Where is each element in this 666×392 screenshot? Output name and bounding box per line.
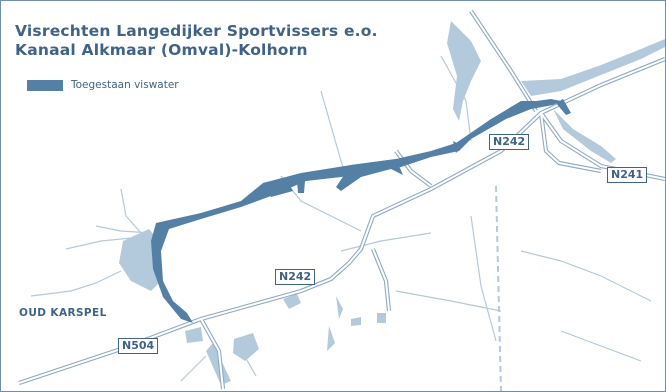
road-label-n241: N241 — [607, 167, 648, 183]
road-label-n242-south: N242 — [275, 269, 316, 285]
road-label-n242-north: N242 — [489, 134, 530, 150]
legend: Toegestaan viswater — [27, 79, 179, 91]
map-title-line-2: Kanaal Alkmaar (Omval)-Kolhorn — [15, 41, 308, 59]
place-label-oud-karspel: OUD KARSPEL — [19, 307, 107, 319]
legend-swatch — [27, 79, 63, 91]
water-bodies — [119, 21, 665, 385]
map-title-line-1: Visrechten Langedijker Sportvissers e.o. — [15, 22, 378, 40]
road-label-n504: N504 — [118, 338, 159, 354]
map-title: Visrechten Langedijker Sportvissers e.o.… — [15, 22, 378, 60]
legend-label: Toegestaan viswater — [71, 79, 179, 91]
fishing-water — [151, 99, 571, 323]
